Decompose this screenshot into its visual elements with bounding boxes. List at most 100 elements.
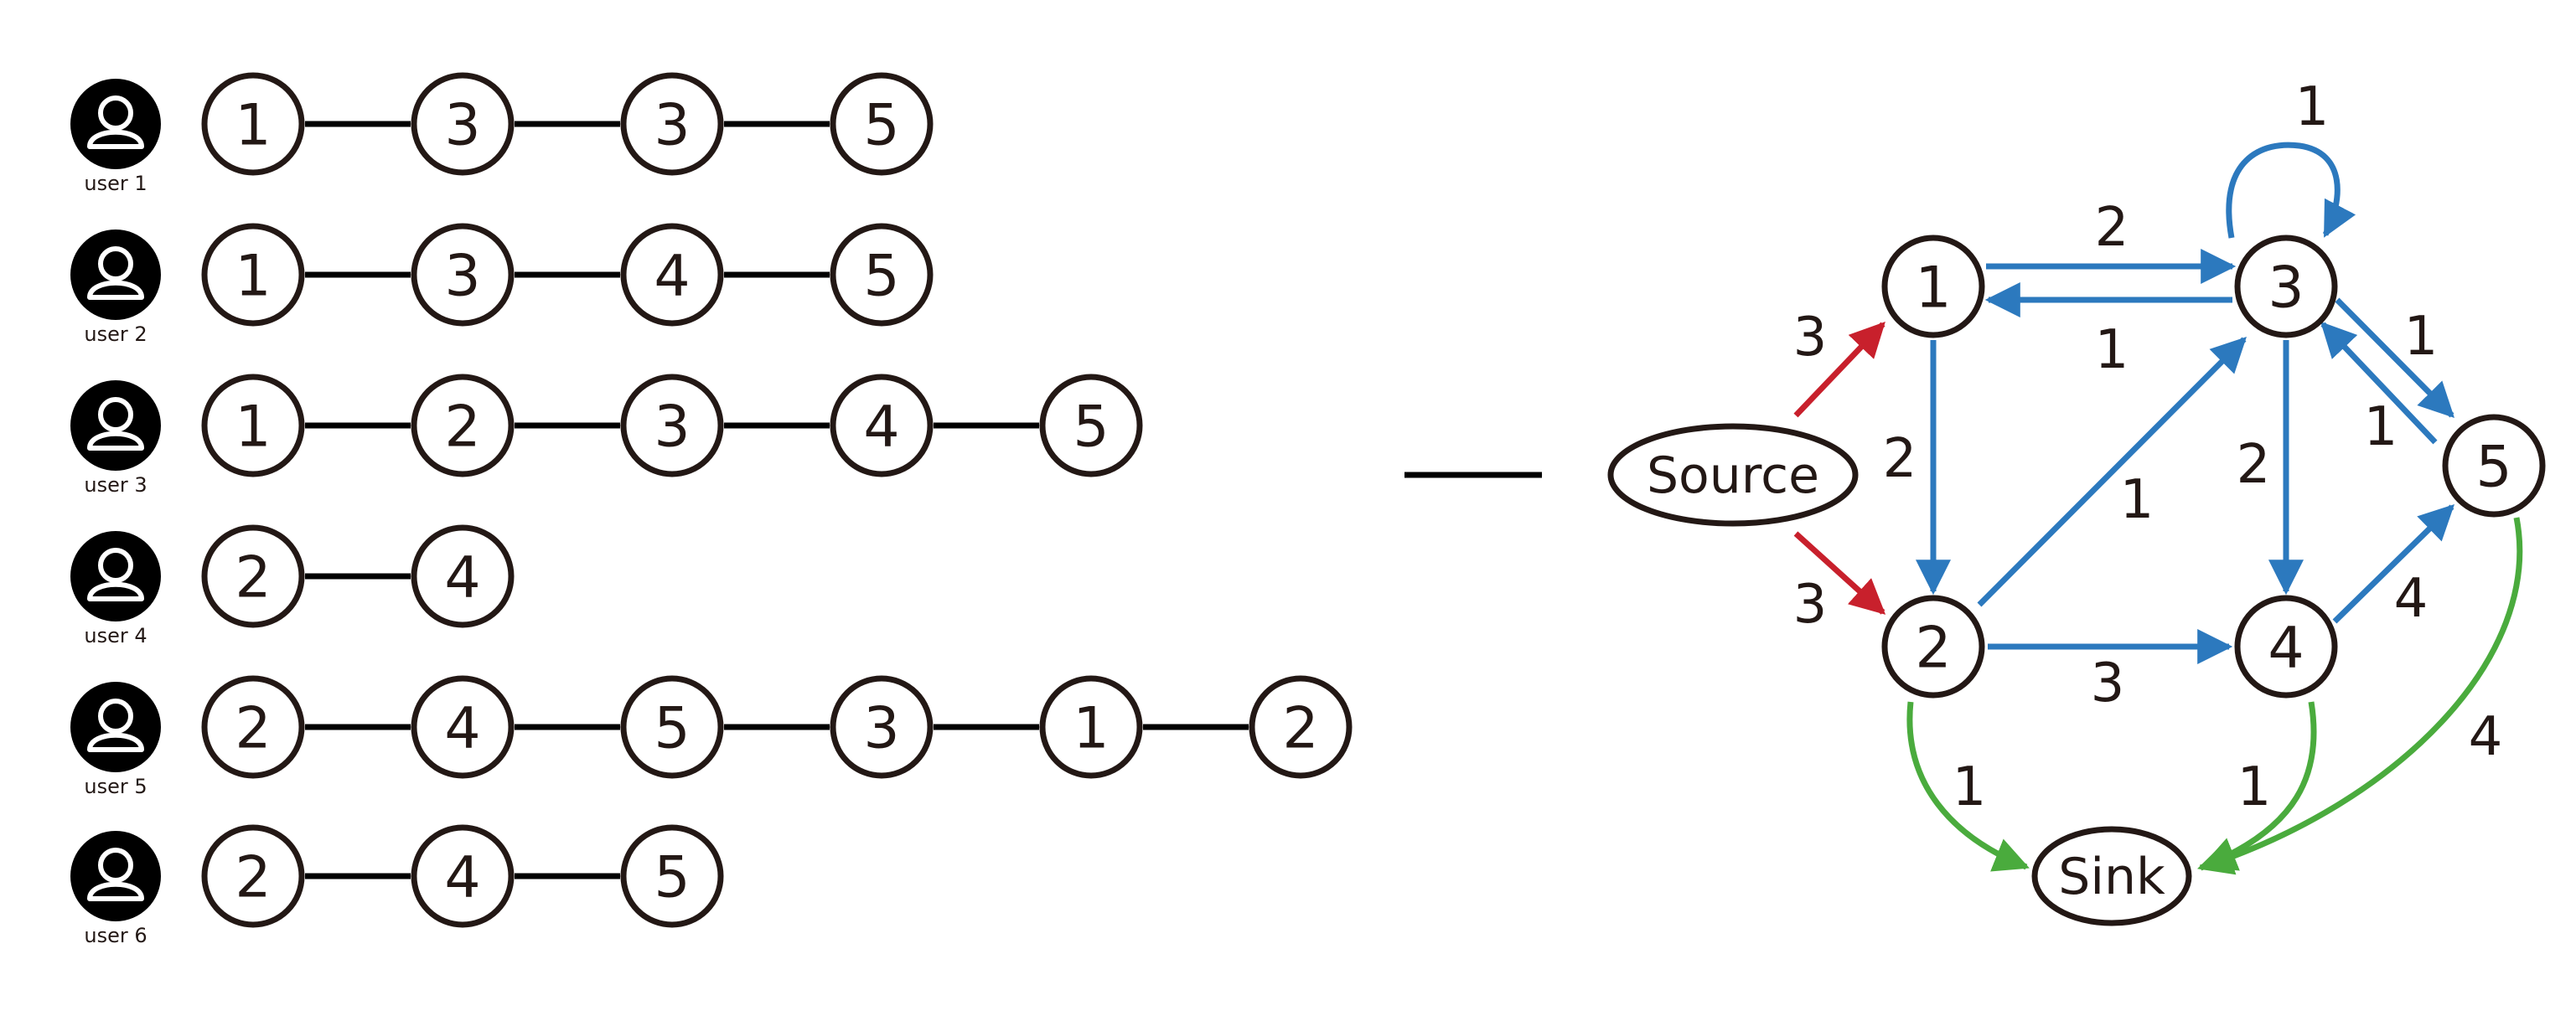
sequence-node-label: 1 [235,93,271,159]
user-row: user 3 1 2 3 4 5 [70,374,1143,497]
graph-node-source [1607,423,1859,527]
edge-weight-label: 1 [2295,76,2330,138]
edge-n5-to-sink [2197,517,2523,875]
graph-node-label: Source [1647,446,1819,505]
edge-n3-to-n5 [2335,297,2454,418]
sequence-node [620,72,724,176]
graph-node-label: Sink [2058,848,2165,906]
edge-weight-label: 1 [2364,396,2398,458]
graph-node-label: 5 [2475,435,2511,501]
edge-weight-label: 4 [2469,706,2503,768]
sequence-node [411,675,515,779]
edge-weight-label: 2 [2237,434,2271,496]
edge-source-to-n2 [1793,531,1886,615]
graph-node-n2 [1881,595,1985,699]
sequence-node-label: 5 [863,93,899,159]
sequence-node [201,374,305,477]
sequence-node [620,223,724,327]
graph-node-n1 [1881,235,1985,338]
sequence-node-label: 4 [444,845,480,911]
edge-n4-to-n5 [2332,504,2455,624]
sequence-node [201,524,305,628]
sequence-node-label: 4 [654,244,690,310]
sequence-node [411,824,515,928]
sequence-node [830,223,934,327]
sequence-node [830,374,934,477]
sequence-node-label: 4 [444,545,480,611]
sequence-node [620,824,724,928]
sequence-node-label: 2 [1282,696,1318,762]
sequence-node-label: 5 [863,244,899,310]
graph-node-n4 [2234,595,2338,699]
sequence-node-label: 5 [1073,395,1109,461]
sequence-node [411,223,515,327]
sequence-node [620,675,724,779]
sequence-node [1249,675,1353,779]
sequence-node-label: 4 [444,696,480,762]
sequence-node-label: 1 [235,244,271,310]
graph-node-label: 1 [1915,255,1951,322]
sequence-node [201,824,305,928]
user-label: user 2 [84,322,147,346]
sequence-node [830,72,934,176]
sequence-node [411,524,515,628]
edge-n2-to-sink [1906,701,2030,872]
sequence-node [1039,675,1143,779]
user-avatar-icon [70,831,161,921]
edge-weight-label: 3 [1793,574,1828,636]
sequence-node [620,374,724,477]
user-row: user 6 2 4 5 [70,824,724,947]
user-label: user 6 [84,924,147,947]
edge-weight-label: 1 [2120,469,2154,531]
user-avatar-icon [70,531,161,621]
edge-n3-to-n3 [2226,142,2356,239]
edge-weight-label: 1 [2095,319,2129,381]
sequence-node-label: 2 [235,545,271,611]
sequence-node-label: 1 [1073,696,1109,762]
edge-weight-label: 2 [1883,428,1917,490]
sequence-node-label: 3 [654,395,690,461]
sequence-node-label: 4 [863,395,899,461]
graph-node-sink [2031,826,2192,926]
edge-weight-label: 2 [2095,197,2129,259]
graph-node-label: 2 [1915,616,1951,682]
sequence-node [411,374,515,477]
user-avatar-icon [70,682,161,772]
sequence-node [411,72,515,176]
sequence-node-label: 2 [444,395,480,461]
graph-node-label: 4 [2268,616,2304,682]
user-label: user 5 [84,775,147,798]
sequence-node [1039,374,1143,477]
sequence-node [201,72,305,176]
edge-weight-label: 3 [2091,652,2125,714]
user-avatar-icon [70,230,161,320]
graph-node-label: 3 [2268,255,2304,322]
edge-weight-label: 1 [2237,756,2272,818]
sequence-node-label: 3 [863,696,899,762]
edge-n2-to-n3 [1977,337,2247,607]
sequence-node-label: 3 [444,93,480,159]
sequence-node [201,223,305,327]
edge-weight-label: 3 [1793,307,1828,369]
user-avatar-icon [70,79,161,169]
user-label: user 3 [84,473,147,497]
edge-weight-label: 1 [2404,306,2439,368]
sequence-node-label: 5 [654,696,690,762]
sequence-node-label: 2 [235,845,271,911]
edge-source-to-n1 [1793,321,1885,418]
sequence-node-label: 1 [235,395,271,461]
sequence-node-label: 3 [444,244,480,310]
sequence-node-label: 5 [654,845,690,911]
sequence-node [830,675,934,779]
graph-node-n3 [2234,235,2338,338]
edge-weight-label: 1 [1953,756,1987,818]
sequence-node [201,675,305,779]
